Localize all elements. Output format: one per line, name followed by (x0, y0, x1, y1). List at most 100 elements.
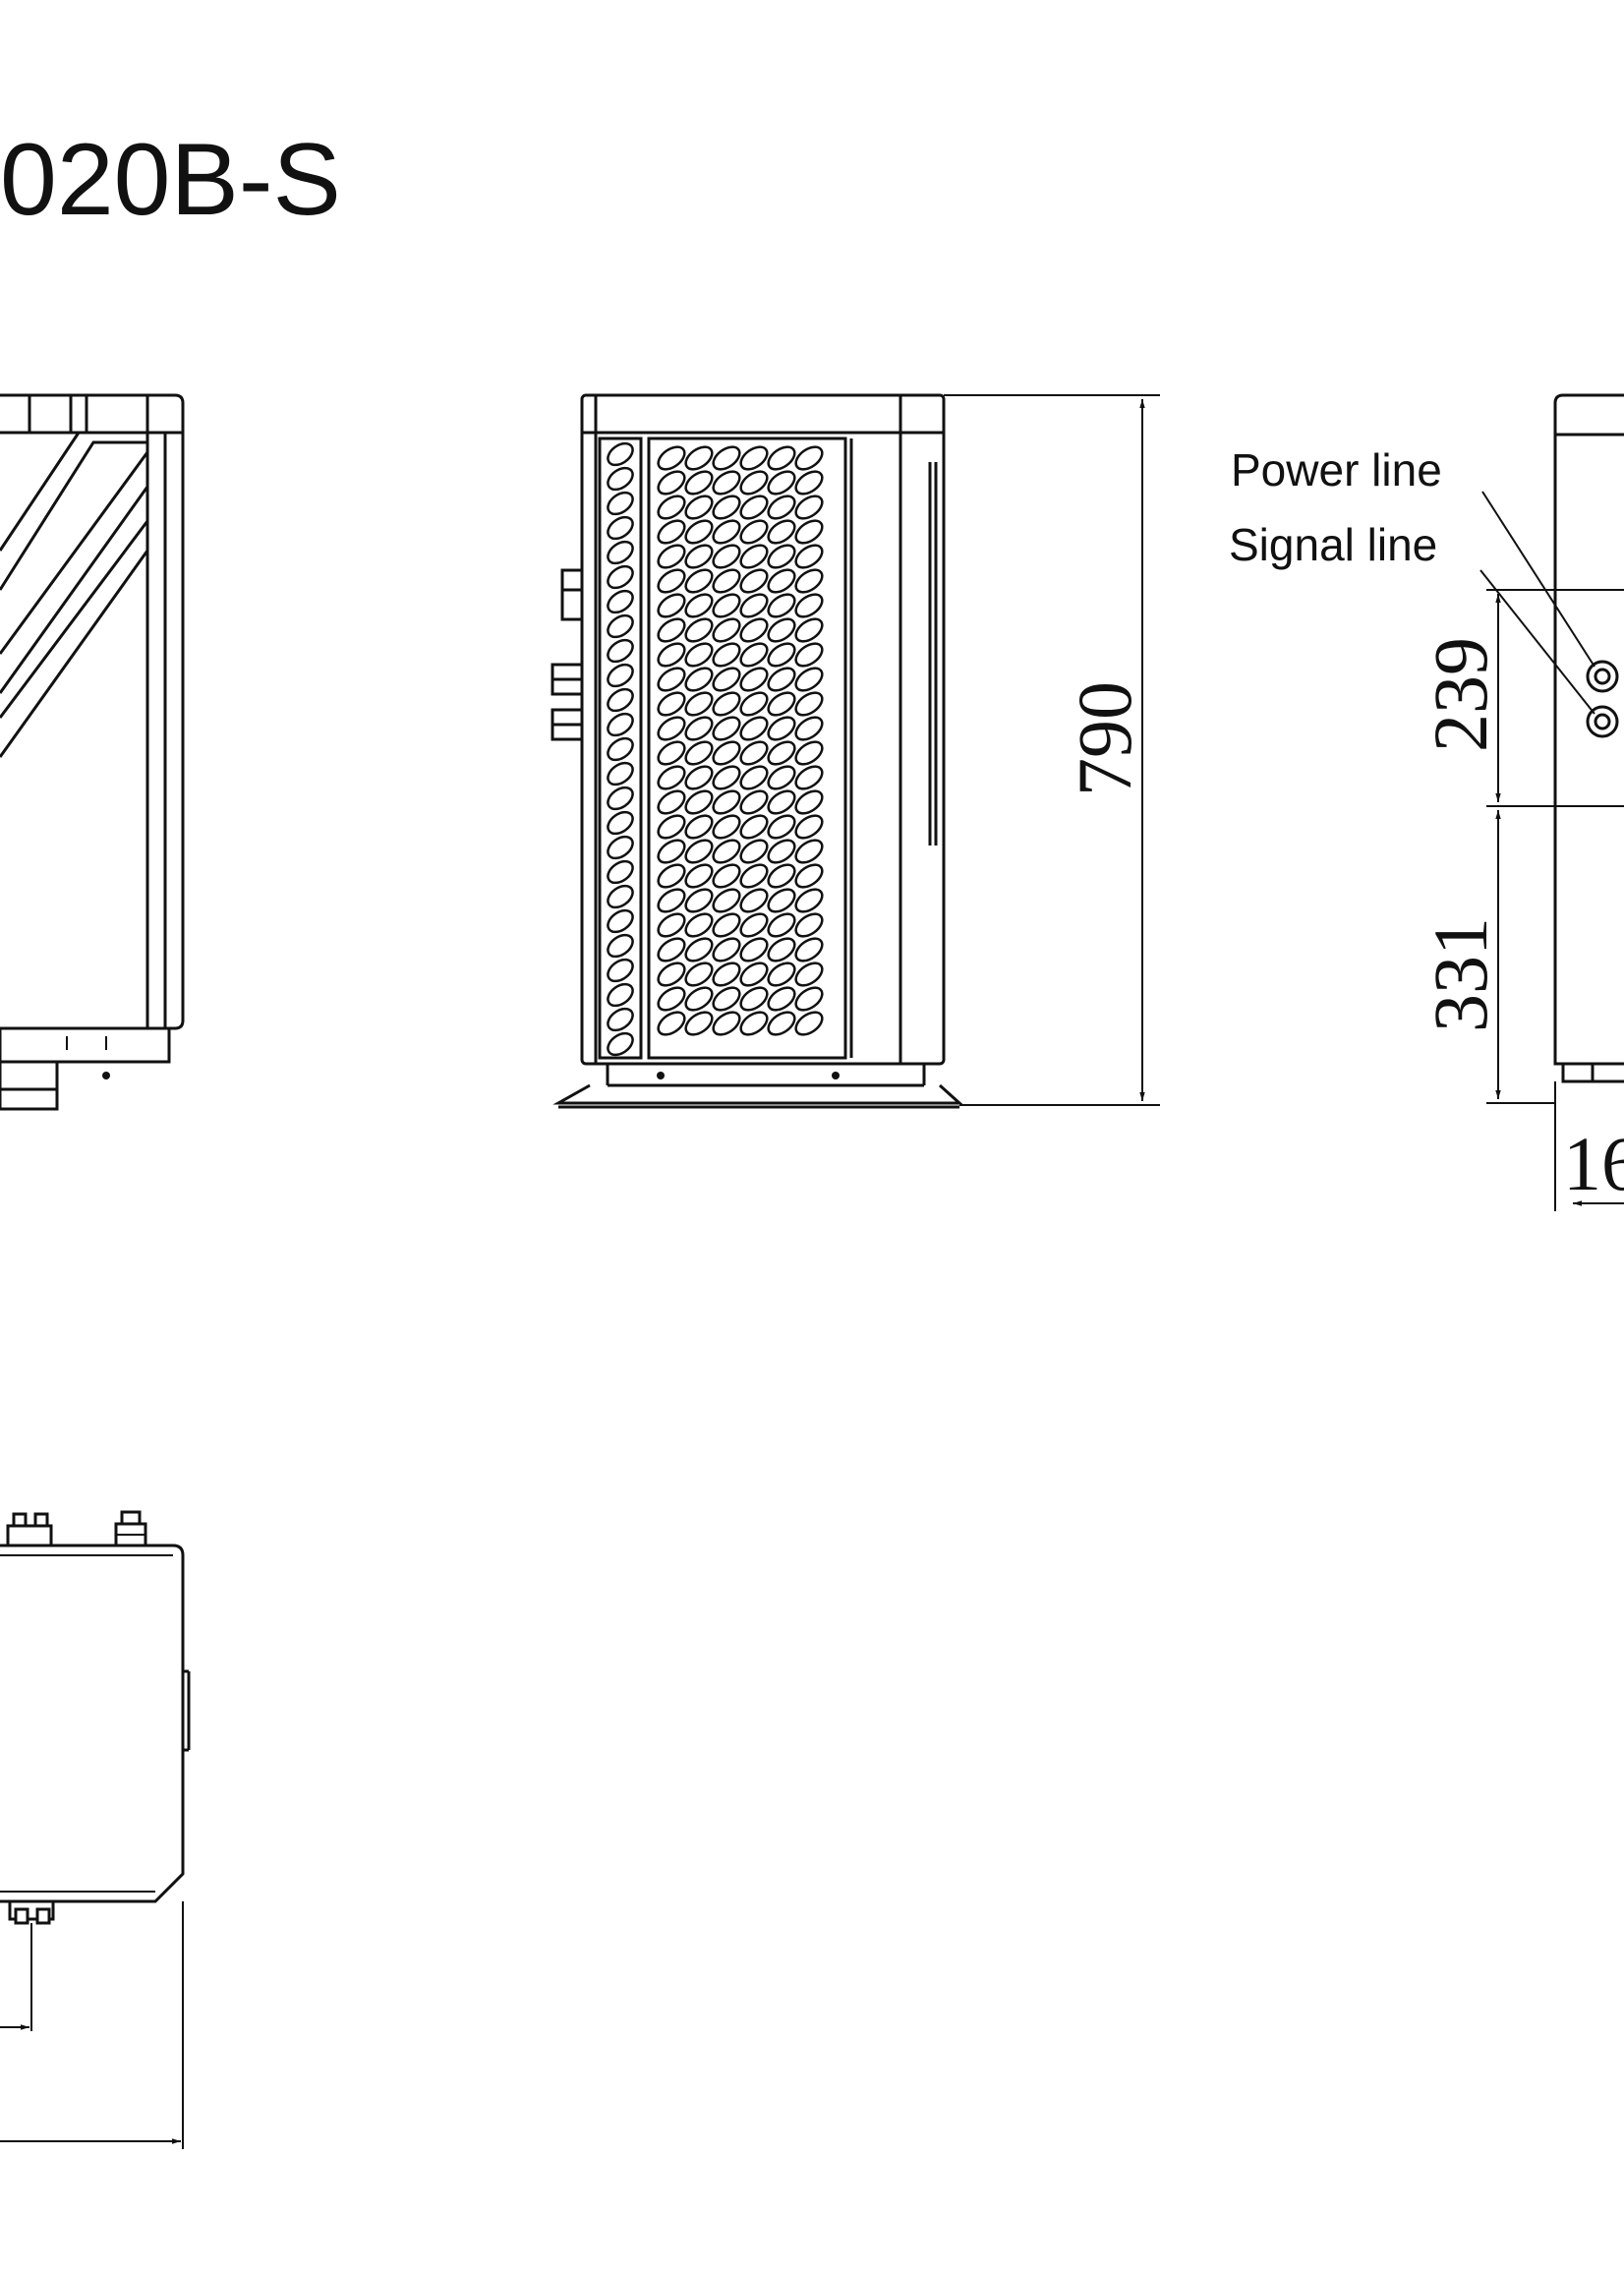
coil-hole (607, 933, 634, 959)
coil-hole (657, 716, 686, 741)
coil-hole (657, 765, 686, 790)
coil-hole (657, 642, 686, 668)
coil-hole (684, 986, 714, 1012)
coil-hole (684, 765, 714, 790)
power-line-label: Power line (1231, 444, 1442, 496)
coil-hole (657, 912, 686, 938)
coil-hole (657, 593, 686, 618)
coil-hole (607, 712, 634, 737)
coil-hole (794, 642, 824, 668)
coil-hole (607, 515, 634, 541)
coil-hole (767, 1011, 796, 1036)
coil-hole (684, 888, 714, 913)
coil-hole (794, 839, 824, 864)
coil-hole (794, 568, 824, 594)
coil-hole (794, 495, 824, 520)
coil-hole (739, 740, 769, 766)
coil-hole (607, 761, 634, 787)
coil-hole (607, 1007, 634, 1032)
coil-hole (739, 789, 769, 815)
coil-hole (794, 716, 824, 741)
coil-hole (657, 470, 686, 496)
coil-hole (684, 789, 714, 815)
coil-hole (739, 863, 769, 889)
coil-hole (684, 445, 714, 471)
coil-hole (794, 888, 824, 913)
offset-dim-label: 16 (1563, 1121, 1624, 1206)
coil-hole (657, 445, 686, 471)
coil-hole (684, 593, 714, 618)
coil-hole (657, 937, 686, 962)
coil-hole (657, 519, 686, 545)
coil-hole (767, 593, 796, 618)
coil-hole (767, 495, 796, 520)
coil-hole (794, 962, 824, 987)
coil-hole (657, 962, 686, 987)
coil-hole (767, 470, 796, 496)
right-dimensions: 239 331 16 (1418, 589, 1624, 1211)
coil-hole (794, 617, 824, 643)
coil-hole (767, 863, 796, 889)
coil-hole (684, 667, 714, 692)
coil-hole (739, 642, 769, 668)
coil-hole (657, 691, 686, 717)
coil-hole (767, 642, 796, 668)
coil-hole (739, 495, 769, 520)
height-dim-label: 790 (1062, 681, 1147, 796)
coil-hole (767, 716, 796, 741)
coil-hole (657, 888, 686, 913)
coil-hole (657, 617, 686, 643)
coil-hole (607, 466, 634, 492)
coil-hole (607, 908, 634, 934)
top-view (0, 1510, 191, 2149)
coil-hole (767, 445, 796, 471)
coil-hole (684, 544, 714, 569)
coil-hole (767, 617, 796, 643)
coil-hole (684, 740, 714, 766)
coil-hole (657, 814, 686, 840)
coil-hole (739, 1011, 769, 1036)
coil-hole (794, 544, 824, 569)
coil-hole (684, 568, 714, 594)
coil-hole (712, 617, 741, 643)
coil-hole (712, 568, 741, 594)
coil-hole (712, 814, 741, 840)
coil-hole (684, 912, 714, 938)
coil-hole (607, 982, 634, 1008)
coil-hole (794, 765, 824, 790)
height-dimension: 790 (944, 394, 1160, 1106)
coil-hole (739, 617, 769, 643)
coil-hole (712, 765, 741, 790)
coil-hole (607, 810, 634, 836)
coil-hole (607, 638, 634, 664)
coil-hole (712, 716, 741, 741)
coil-hole (739, 691, 769, 717)
coil-hole (657, 1011, 686, 1036)
coil-hole (684, 716, 714, 741)
coil-hole (767, 814, 796, 840)
coil-hole (712, 544, 741, 569)
coil-hole (607, 835, 634, 860)
coil-hole (739, 888, 769, 913)
coil-hole (767, 986, 796, 1012)
coil-hole (657, 839, 686, 864)
coil-hole (767, 789, 796, 815)
front-view (0, 393, 185, 1111)
coil-hole (712, 888, 741, 913)
coil-hole (607, 958, 634, 983)
coil-hole (739, 519, 769, 545)
coil-hole (767, 544, 796, 569)
coil-hole (767, 740, 796, 766)
coil-hole (794, 1011, 824, 1036)
coil-hole (607, 663, 634, 688)
coil-hole (712, 495, 741, 520)
coil-hole (607, 564, 634, 590)
coil-hole (794, 789, 824, 815)
coil-hole (767, 568, 796, 594)
coil-hole (657, 986, 686, 1012)
coil-hole (739, 912, 769, 938)
coil-hole (794, 863, 824, 889)
side-view (551, 393, 963, 1109)
coil-hole (607, 441, 634, 467)
